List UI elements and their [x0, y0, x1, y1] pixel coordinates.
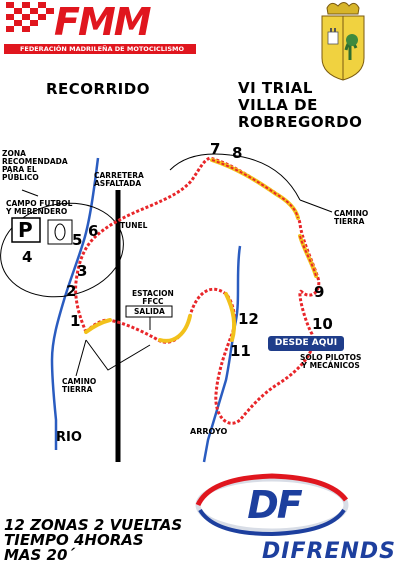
footer-line: MAS 20´ — [4, 546, 75, 564]
zone-1: 1 — [70, 312, 81, 330]
label-line: ASFALTADA — [94, 179, 142, 188]
parking-label: P — [18, 218, 33, 242]
label-line: TIERRA — [334, 217, 365, 226]
zone-4: 4 — [22, 248, 33, 266]
title-line: VILLA DE — [238, 96, 318, 114]
label-arroyo: ARROYO — [190, 427, 228, 436]
label-line: RECOMENDADA — [2, 157, 68, 166]
label-line: TIERRA — [62, 385, 93, 394]
label-line: Y MERENDERO — [6, 207, 68, 216]
label-zona-recomendada: ZONA RECOMENDADA PARA EL PÚBLICO — [2, 150, 68, 182]
fmm-subtitle-bar — [4, 44, 196, 54]
label-line: CARRETERA — [94, 171, 144, 180]
label-line: CAMINO — [334, 209, 369, 218]
salida-box — [125, 305, 173, 318]
parking-box — [11, 217, 41, 243]
label-campo: CAMPO FUTBOL Y MERENDERO — [6, 200, 72, 216]
label-camino-tierra-right: CAMINO TIERRA — [334, 210, 368, 226]
zone-10: 10 — [312, 315, 333, 333]
zone-8: 8 — [232, 144, 243, 162]
zone-5: 5 — [72, 231, 83, 249]
label-tunel: TUNEL — [120, 221, 148, 230]
zone-7: 7 — [210, 140, 221, 158]
label-salida: SALIDA — [134, 307, 165, 316]
footer-info: 12 ZONAS 2 VUELTAS TIEMPO 4HORAS MAS 20´ — [4, 518, 182, 563]
fmm-subtitle: FEDERACIÓN MADRILEÑA DE MOTOCICLISMO — [19, 45, 185, 53]
public-zone-outline — [0, 202, 124, 298]
zone-9: 9 — [314, 283, 325, 301]
label-line: CAMPO FUTBOL — [6, 199, 73, 208]
label-camino-tierra-left: CAMINO TIERRA — [62, 378, 96, 394]
arroyo-line — [202, 245, 242, 463]
label-rio: RIO — [56, 430, 82, 445]
trial-route — [74, 156, 321, 425]
title-recorrido: RECORRIDO — [46, 80, 150, 98]
label-carretera: CARRETERA ASFALTADA — [94, 172, 144, 188]
fmm-logo: FMM — [54, 0, 152, 44]
desde-aqui-badge — [268, 336, 344, 351]
difrends-logo-icon — [195, 473, 349, 537]
zone-2: 2 — [66, 282, 77, 300]
label-solo-pilotos: SOLO PILOTOS Y MECÁNICOS — [300, 354, 361, 370]
river-line — [50, 157, 100, 450]
sponsor-df-mark: DF — [247, 483, 303, 527]
footer-line: 12 ZONAS 2 VUELTAS — [4, 516, 183, 534]
label-line: FFCC — [142, 297, 164, 306]
zone-11: 11 — [230, 342, 251, 360]
label-line: ESTACION — [132, 289, 174, 298]
zone-12: 12 — [238, 310, 259, 328]
label-line: CAMINO — [62, 377, 97, 386]
footer-line: TIEMPO 4HORAS — [4, 531, 144, 549]
label-line: Y MECÁNICOS — [301, 361, 360, 370]
label-line: ZONA — [2, 149, 26, 158]
zone-6: 6 — [88, 222, 99, 240]
coat-of-arms-icon — [321, 2, 365, 81]
sponsor-name: DIFRENDS — [262, 539, 396, 564]
title-line: VI TRIAL — [238, 79, 313, 97]
label-desde-aqui: DESDE AQUI — [274, 338, 338, 348]
label-line: PÚBLICO — [2, 173, 39, 182]
checkered-flag-icon — [6, 2, 54, 32]
label-line: PARA EL — [2, 165, 37, 174]
leader-lines — [21, 153, 333, 377]
label-estacion: ESTACION FFCC — [132, 290, 174, 306]
label-line: SOLO PILOTOS — [300, 353, 362, 362]
title-line: ROBREGORDO — [238, 113, 363, 131]
zone-3: 3 — [77, 262, 88, 280]
title-vi-trial: VI TRIAL VILLA DE ROBREGORDO — [238, 80, 362, 131]
